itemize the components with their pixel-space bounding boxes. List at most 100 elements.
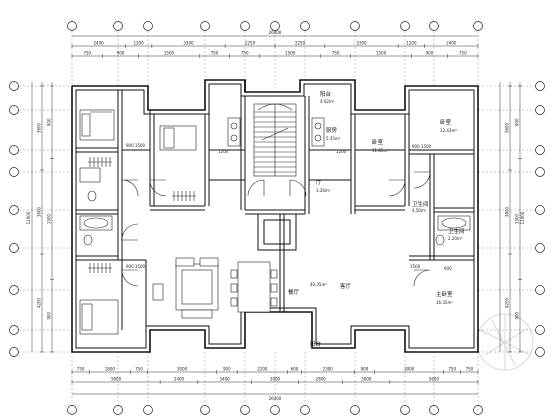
axis-bubble [113, 405, 123, 415]
grid-axis-lines [19, 31, 535, 405]
doors [121, 171, 431, 287]
dimension-value: 900 [223, 367, 231, 372]
axis-bubble [535, 325, 545, 335]
dimension-value: 900 [361, 367, 369, 372]
dimension-value: 900 [515, 311, 520, 319]
dimension-value: 900 [117, 51, 125, 56]
dimension-value: 1500 [164, 51, 175, 56]
axis-bubble [535, 243, 545, 253]
axis-bubble [143, 21, 153, 31]
bottom-overall-dim: 26400 [269, 396, 282, 401]
room-area: 11.85m² [372, 148, 389, 153]
axis-bubble [9, 145, 19, 155]
axis-bubble [473, 405, 483, 415]
room-labels: 卧室 11.85m² 卧室 12.43m² 卫生间 4.50m² 客厅 40.3… [288, 90, 465, 348]
axis-bubble [240, 21, 250, 31]
axis-bubble [350, 21, 360, 31]
staircase [253, 103, 297, 177]
axis-bubble [429, 405, 439, 415]
axis-bubble [350, 405, 360, 415]
dimension-value: 1500 [285, 51, 296, 56]
room-area: 4.02m² [320, 99, 335, 104]
axis-bubble [429, 21, 439, 31]
dimension-value: 1500 [515, 213, 520, 224]
axis-bubble [9, 105, 19, 115]
axis-bubble [9, 285, 19, 295]
room-name: 阳台 [320, 90, 332, 98]
window-tag: 900 [444, 266, 452, 271]
axis-bubble [67, 21, 77, 31]
axis-bubble [67, 405, 77, 415]
dimension-value: 3300 [356, 41, 367, 46]
dimension-value: 2200 [257, 367, 268, 372]
dimension-value: 2300 [323, 367, 334, 372]
dimension-value: 3600 [37, 122, 42, 133]
watermark-logo [476, 313, 534, 371]
axis-bubble [9, 347, 19, 357]
dimension-value: 5600 [429, 377, 440, 382]
axis-bubble [300, 21, 310, 31]
axis-bubble [270, 21, 280, 31]
room-name: 卫生间 [412, 200, 429, 208]
dimension-value: 3000 [177, 367, 188, 372]
room-area: 12.43m² [440, 128, 457, 133]
dimension-value: 2250 [245, 41, 256, 46]
room-name: 卧室 [372, 138, 384, 146]
axis-bubble [200, 405, 210, 415]
dimension-value: 3300 [183, 41, 194, 46]
room-name: 客厅 [340, 282, 352, 290]
axis-bubble [9, 167, 19, 177]
right-overall-dim: 12000 [520, 211, 525, 224]
axis-bubble [240, 405, 250, 415]
axis-bubble [473, 21, 483, 31]
dimension-value: 750 [77, 367, 85, 372]
room-area: 16.35m² [436, 300, 453, 305]
dimension-value: 1200 [133, 41, 144, 46]
axis-bubble [535, 285, 545, 295]
dimension-value: 3000 [361, 377, 372, 382]
dimension-value: 1800 [105, 367, 116, 372]
axis-bubble [400, 405, 410, 415]
dimension-value: 5600 [111, 377, 122, 382]
dimension-value: 750 [459, 51, 467, 56]
dimension-value: 3600 [37, 206, 42, 217]
axis-bubble [9, 205, 19, 215]
dimension-value: 3400 [220, 377, 231, 382]
axis-bubbles [9, 21, 545, 415]
room-area: 5.35m² [326, 136, 341, 141]
top-overall-dim: 26400 [269, 30, 282, 35]
left-overall-dim: 12000 [26, 211, 31, 224]
room-name: 厨房 [326, 126, 338, 134]
axis-bubble [535, 167, 545, 177]
window-tag: 900 1500 [126, 264, 146, 269]
dimension-value: 2250 [295, 41, 306, 46]
room-name: 阳台 [310, 340, 322, 348]
axis-bubble [400, 21, 410, 31]
room-area: 40.35m² [310, 282, 327, 287]
axis-bubble [535, 105, 545, 115]
window-tag: 900 1500 [126, 143, 146, 148]
dimension-value: 750 [211, 51, 219, 56]
dimension-value: 2400 [94, 41, 105, 46]
room-name: 厅 [316, 179, 322, 186]
furniture [79, 109, 471, 335]
axis-bubble [535, 205, 545, 215]
axis-bubble [9, 325, 19, 335]
axis-bubble [535, 347, 545, 357]
axis-bubble [9, 243, 19, 253]
dimension-value: 900 [426, 51, 434, 56]
dimension-value: 4200 [37, 297, 42, 308]
dimension-value: 3000 [270, 377, 281, 382]
room-name: 卧室 [440, 118, 452, 126]
axis-bubble [535, 81, 545, 91]
exterior-walls [71, 79, 479, 353]
dimension-value: 750 [241, 51, 249, 56]
dimension-value: 3000 [404, 367, 415, 372]
axis-bubble [143, 405, 153, 415]
dimension-value: 750 [135, 367, 143, 372]
